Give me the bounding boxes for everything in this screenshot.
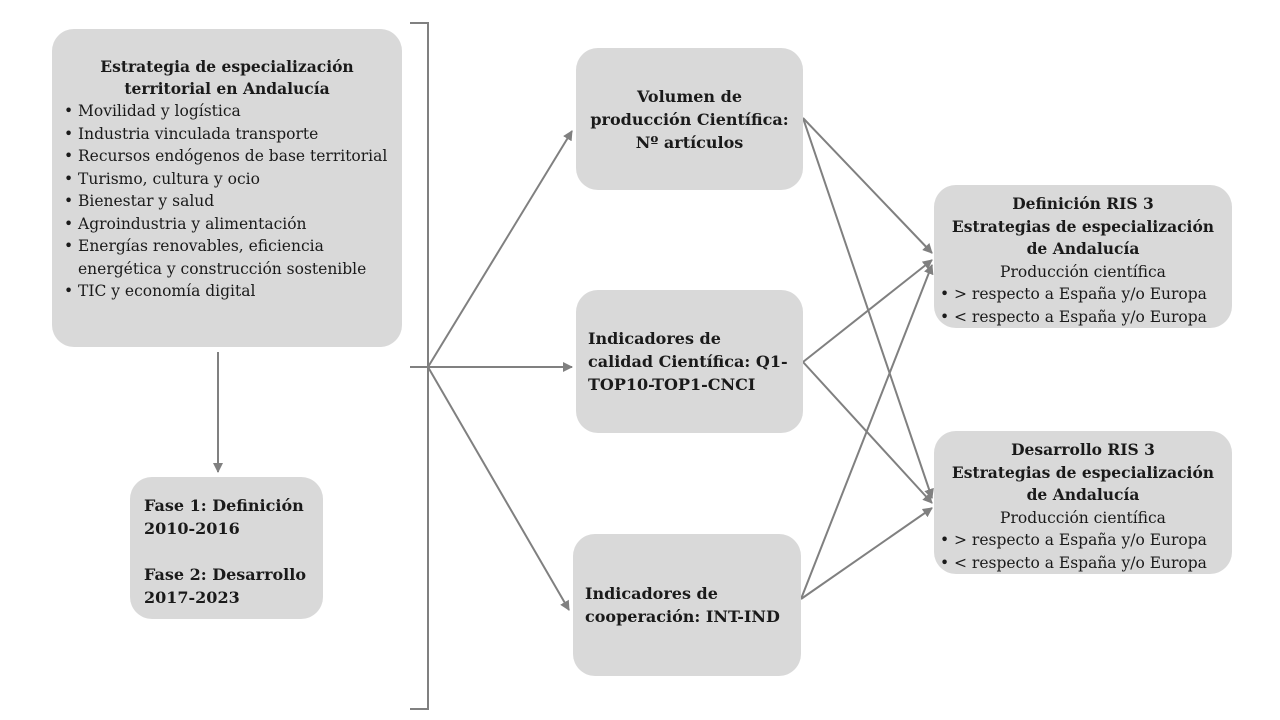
arrow-volume-to-definition (802, 117, 933, 254)
strategy-item: Agroindustria y alimentación (64, 213, 390, 236)
strategy-item: Industria vinculada transporte (64, 123, 390, 146)
strategy-item: TIC y economía digital (64, 280, 390, 303)
quality-indicator-label: Indicadores de calidad Científica: Q1-TO… (588, 329, 788, 394)
arrow-to-cooperation (427, 366, 570, 611)
strategy-box: Estrategia de especialización territoria… (52, 29, 402, 347)
development-item: < respecto a España y/o Europa (940, 552, 1226, 575)
definition-item: > respecto a España y/o Europa (940, 283, 1226, 306)
quality-indicator-box: Indicadores de calidad Científica: Q1-TO… (576, 290, 803, 433)
development-ris3-box: Desarrollo RIS 3 Estrategias de especial… (934, 431, 1232, 574)
development-title: Desarrollo RIS 3 (1011, 440, 1155, 459)
strategy-list: Movilidad y logística Industria vinculad… (64, 100, 390, 303)
definition-subtitle: Estrategias de especialización de Andalu… (951, 216, 1215, 259)
arrow-volume-to-development (802, 117, 934, 499)
volume-indicator-label: Volumen de producción Científica: Nº art… (590, 86, 789, 152)
arrow-quality-to-definition (802, 259, 933, 363)
strategy-item: Energías renovables, eficiencia energéti… (64, 235, 390, 280)
phase-1-label: Fase 1: Definición 2010-2016 (144, 496, 304, 538)
definition-production-label: Producción científica (1000, 262, 1166, 281)
cooperation-indicator-box: Indicadores de cooperación: INT-IND (573, 534, 801, 676)
phases-box: Fase 1: Definición 2010-2016 Fase 2: Des… (130, 477, 323, 619)
definition-list: > respecto a España y/o Europa < respect… (940, 283, 1226, 328)
definition-ris3-box: Definición RIS 3 Estrategias de especial… (934, 185, 1232, 328)
strategy-item: Movilidad y logística (64, 100, 390, 123)
volume-indicator-box: Volumen de producción Científica: Nº art… (576, 48, 803, 190)
phase-2-label: Fase 2: Desarrollo 2017-2023 (144, 565, 307, 607)
cooperation-indicator-label: Indicadores de cooperación: INT-IND (585, 584, 780, 626)
strategy-item: Bienestar y salud (64, 190, 390, 213)
development-item: > respecto a España y/o Europa (940, 529, 1226, 552)
arrow-to-volume (427, 130, 573, 368)
definition-title: Definición RIS 3 (1012, 194, 1154, 213)
strategy-item: Turismo, cultura y ocio (64, 168, 390, 191)
arrow-cooperation-to-definition (800, 264, 934, 600)
strategy-item: Recursos endógenos de base territorial (64, 145, 390, 168)
development-production-label: Producción científica (1000, 508, 1166, 527)
arrow-quality-to-development (802, 361, 933, 504)
development-list: > respecto a España y/o Europa < respect… (940, 529, 1226, 574)
arrow-cooperation-to-development (800, 507, 933, 600)
development-subtitle: Estrategias de especialización de Andalu… (951, 462, 1215, 505)
definition-item: < respecto a España y/o Europa (940, 306, 1226, 329)
strategy-title: Estrategia de especialización territoria… (100, 57, 354, 98)
